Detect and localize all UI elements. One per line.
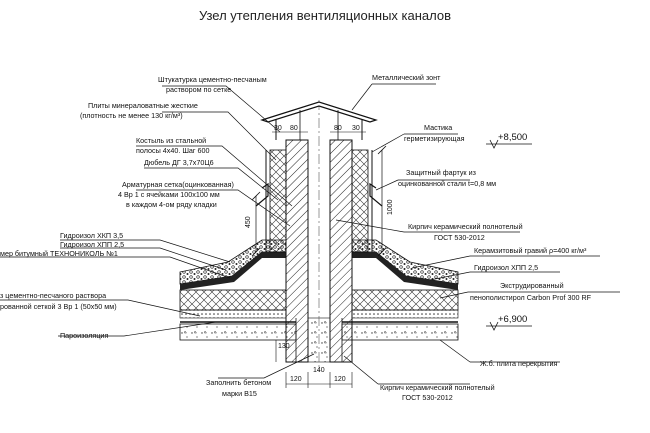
label-slab: Ж.б. плита перекрытия: [480, 359, 558, 368]
label-primer: мер битумный ТЕХНОНИКОЛЬ №1: [0, 249, 118, 258]
drawing-title: Узел утепления вентиляционных каналов: [198, 8, 452, 23]
label-brick-bot-2: ГОСТ 530-2012: [402, 393, 453, 402]
label-eps-2: пенополистирол Carbon Prof 300 RF: [470, 293, 592, 302]
dim-120-left: 120: [290, 376, 302, 383]
label-plaster-2: раствором по сетке: [166, 85, 231, 94]
label-vapor: Пароизоляция: [60, 331, 108, 340]
label-mastic-2: герметизирующая: [404, 134, 465, 143]
dim-140: 140: [313, 367, 325, 374]
label-metal-umbrella: Металлический зонт: [372, 73, 441, 82]
label-apron-2: оцинкованной стали t=0,8 мм: [398, 179, 496, 188]
label-mineral-1: Плиты минераловатные жесткие: [88, 101, 198, 110]
dim-30-left: 30: [274, 125, 282, 132]
label-screed-2: рованной сеткой 3 Вр 1 (50х50 мм): [0, 302, 117, 311]
label-mesh-1: Арматурная сетка(оцинкованная): [122, 180, 234, 189]
dim-80-right: 80: [334, 125, 342, 132]
label-hkp: Гидроизол ХКП 3,5: [60, 231, 123, 240]
level-marker-bottom: [486, 321, 532, 331]
label-apron-1: Защитный фартук из: [406, 168, 477, 177]
label-mastic-1: Мастика: [424, 123, 452, 132]
level-bottom-label: +6,900: [498, 314, 527, 325]
label-plaster-1: Штукатурка цементно-песчаным: [158, 75, 267, 84]
dim-450: 450: [245, 216, 252, 228]
label-mesh-2: 4 Вр 1 с ячейками 100х100 мм: [118, 190, 220, 199]
label-mesh-3: в каждом 4-ом ряду кладки: [126, 200, 217, 209]
label-brick-top-1: Кирпич керамический полнотелый: [408, 222, 523, 231]
level-marker-top: [486, 139, 532, 149]
leader-lines: [0, 83, 620, 385]
label-gravel: Керамзитовый гравий ρ=400 кг/м³: [474, 246, 587, 255]
vertical-dimensions: [251, 145, 387, 257]
label-brick-bot-1: Кирпич керамический полнотелый: [380, 383, 495, 392]
label-brick-top-2: ГОСТ 530-2012: [434, 233, 485, 242]
dim-80-left: 80: [290, 125, 298, 132]
bottom-dimensions: [275, 340, 353, 388]
label-crutch-2: полосы 4х40. Шаг 600: [136, 146, 210, 155]
dim-1000: 1000: [387, 199, 394, 215]
level-top-label: +8,500: [498, 132, 527, 143]
label-mineral-2: (плотность не менее 130 кг/м³): [80, 111, 183, 120]
dim-30-right: 30: [352, 125, 360, 132]
protective-apron: [255, 182, 383, 207]
ventilation-duct: [265, 100, 373, 372]
dim-130: 130: [278, 343, 290, 350]
label-concrete-2: марки В15: [222, 389, 257, 398]
label-crutch-1: Костыль из стальной: [136, 136, 206, 145]
callout-labels: Штукатурка цементно-песчаным раствором п…: [0, 73, 592, 402]
label-concrete-1: Заполнить бетоном: [206, 378, 271, 387]
label-dowel: Дюбель ДГ 3,7х70Ц6: [144, 158, 214, 167]
label-eps-1: Экструдированный: [500, 281, 564, 290]
roof-layers-right: [341, 239, 459, 341]
dim-120-right: 120: [334, 376, 346, 383]
roof-layers-left: [179, 239, 297, 341]
label-hpp-right: Гидроизол ХПП 2,5: [474, 263, 538, 272]
label-hpp-left: Гидроизол ХПП 2,5: [60, 240, 124, 249]
label-screed-1: з цементно-песчаного раствора: [0, 291, 106, 300]
